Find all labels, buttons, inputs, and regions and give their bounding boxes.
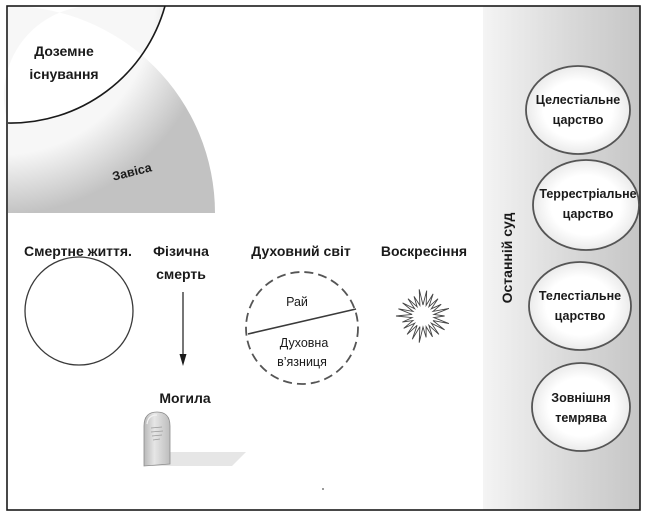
kingdom-label-line1: Телестіальне <box>539 289 621 303</box>
kingdom-label-line1: Террестріальне <box>539 187 636 201</box>
kingdom-label-line2: темрява <box>555 411 607 425</box>
kingdom-celestial: Целестіальне царство <box>525 65 631 155</box>
spirit-world-label: Духовний світ <box>251 243 351 259</box>
last-judgment-label: Останній суд <box>499 213 515 304</box>
pre-earth-label-line1: Доземне <box>34 43 94 59</box>
spirit-world-circle <box>245 271 359 385</box>
resurrection-starburst-icon <box>395 289 450 343</box>
resurrection-label: Воскресіння <box>381 243 467 259</box>
down-arrow-icon <box>179 354 187 366</box>
pre-earth-label-line2: існування <box>29 66 98 82</box>
diagram-frame <box>6 5 641 511</box>
kingdom-label-line2: царство <box>563 207 614 221</box>
kingdom-label-line1: Целестіальне <box>536 93 620 107</box>
gravestone-inscription <box>150 426 164 441</box>
spirit-world-divider <box>247 308 357 335</box>
physical-death-label-line1: Фізична <box>153 243 209 259</box>
kingdom-label-line2: царство <box>555 309 606 323</box>
stray-dot <box>322 488 324 490</box>
physical-death-label-line2: смерть <box>156 266 206 282</box>
grave-shadow <box>152 452 246 466</box>
kingdom-outer-darkness: Зовнішня темрява <box>531 362 631 452</box>
kingdom-terrestrial: Террестріальне царство <box>532 159 640 251</box>
kingdom-label-line1: Зовнішня <box>551 391 610 405</box>
spirit-prison-label-line2: в’язниця <box>277 355 327 369</box>
grave-label: Могила <box>159 390 211 406</box>
mortal-life-circle <box>24 256 134 366</box>
gravestone-icon <box>143 411 171 467</box>
gravestone-top <box>146 414 158 425</box>
mortal-life-label: Смертне життя. <box>24 243 132 259</box>
veil-ring <box>3 5 215 214</box>
paradise-label: Рай <box>286 295 308 309</box>
kingdom-telestial: Телестіальне царство <box>528 261 632 351</box>
spirit-prison-label-line1: Духовна <box>280 336 329 350</box>
pre-earth-boundary <box>7 5 166 124</box>
kingdom-label-line2: царство <box>553 113 604 127</box>
